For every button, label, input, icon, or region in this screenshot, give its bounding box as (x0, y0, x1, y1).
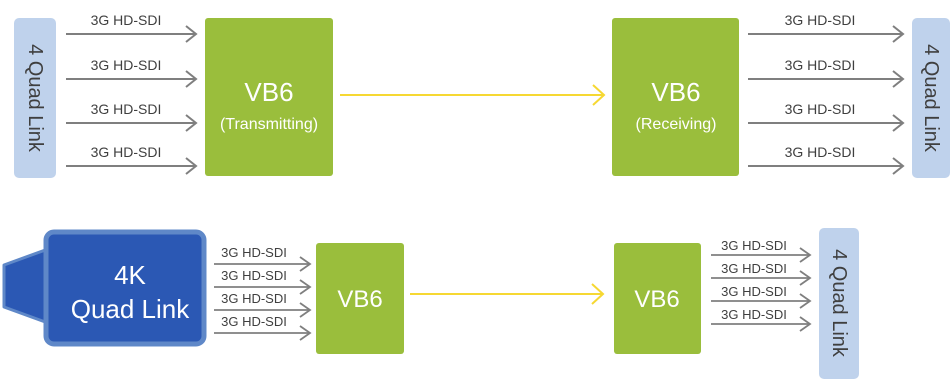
bottom-link-arrow (410, 283, 605, 305)
camera-line1: 4K (114, 260, 146, 290)
bottom-receiver-box: VB6 (614, 243, 701, 354)
top-receiver-mode: (Receiving) (636, 116, 717, 133)
bottom-right-quad-link-text: 4 Quad Link (828, 249, 850, 358)
top-right-quad-link-text: 4 Quad Link (920, 44, 942, 153)
top-input-signal-4: 3G HD-SDI (91, 144, 162, 160)
top-left-quad-link-text: 4 Quad Link (24, 44, 46, 153)
bottom-output-signal-2: 3G HD-SDI (721, 261, 787, 276)
bottom-output-signal-4: 3G HD-SDI (721, 307, 787, 322)
top-output-arrows (748, 25, 905, 175)
top-input-signal-3: 3G HD-SDI (91, 101, 162, 117)
bottom-output-arrows (711, 247, 812, 332)
bottom-input-arrows (214, 256, 312, 341)
bottom-transmitter-box: VB6 (316, 243, 404, 354)
top-output-signal-2: 3G HD-SDI (785, 57, 856, 73)
top-output-signal-3: 3G HD-SDI (785, 101, 856, 117)
top-receiver-name: VB6 (651, 77, 700, 107)
camera-line2: Quad Link (71, 294, 191, 324)
camera-icon: 4K Quad Link (2, 229, 207, 347)
top-transmitter-name: VB6 (244, 77, 293, 107)
top-left-quad-link-label: 4 Quad Link (14, 18, 56, 178)
bottom-receiver-name: VB6 (634, 286, 679, 313)
bottom-input-signal-2: 3G HD-SDI (221, 268, 287, 283)
top-transmitter-mode: (Transmitting) (220, 116, 318, 133)
bottom-transmitter-name: VB6 (337, 286, 382, 313)
top-input-signal-1: 3G HD-SDI (91, 12, 162, 28)
bottom-input-signal-1: 3G HD-SDI (221, 245, 287, 260)
top-output-signal-4: 3G HD-SDI (785, 144, 856, 160)
bottom-output-signal-1: 3G HD-SDI (721, 238, 787, 253)
top-output-signal-1: 3G HD-SDI (785, 12, 856, 28)
top-receiver-box: VB6 (Receiving) (612, 18, 739, 176)
top-right-quad-link-label: 4 Quad Link (912, 18, 950, 178)
top-input-signal-2: 3G HD-SDI (91, 57, 162, 73)
bottom-input-signal-4: 3G HD-SDI (221, 314, 287, 329)
top-transmitter-box: VB6 (Transmitting) (205, 18, 333, 176)
top-input-arrows (66, 25, 198, 175)
top-link-arrow (340, 84, 606, 106)
bottom-output-signal-3: 3G HD-SDI (721, 284, 787, 299)
bottom-right-quad-link-label: 4 Quad Link (819, 228, 859, 379)
bottom-input-signal-3: 3G HD-SDI (221, 291, 287, 306)
